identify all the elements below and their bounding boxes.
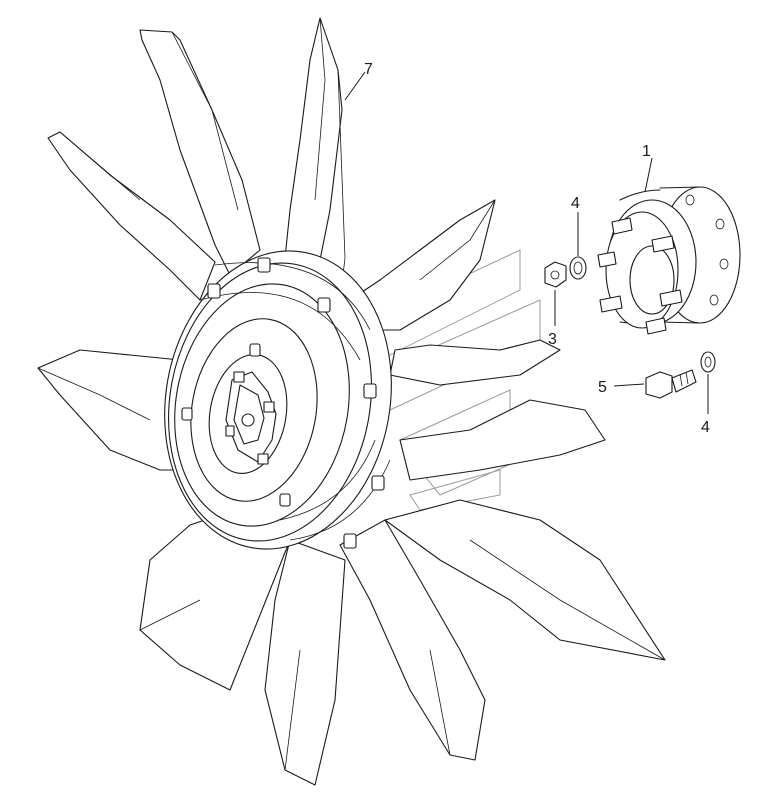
fan-blade [399,399,606,481]
callout-hub: 1 [642,143,651,160]
fan-blade [339,519,486,761]
fan-hub-flange [597,186,741,335]
bolt-part [645,369,697,399]
callout-nut: 3 [548,331,557,348]
fan-blade [139,514,291,691]
nut-part [544,261,567,288]
washer-part-bottom [700,351,716,373]
fan-blade [284,17,343,271]
leader-lines [344,71,709,414]
fan-clutch-body [164,250,392,550]
callout-fan: 7 [364,61,373,78]
fan-blades [37,17,666,786]
fan-blade [37,349,186,471]
fan-blade [47,131,216,301]
fan-blade [264,539,346,786]
callout-washer-bottom: 4 [701,419,710,436]
callout-washer-top: 4 [571,195,580,212]
washer-part-top [569,256,587,280]
fan-blade [139,29,261,276]
fan-blade [389,339,561,386]
callout-bolt: 5 [598,379,607,396]
